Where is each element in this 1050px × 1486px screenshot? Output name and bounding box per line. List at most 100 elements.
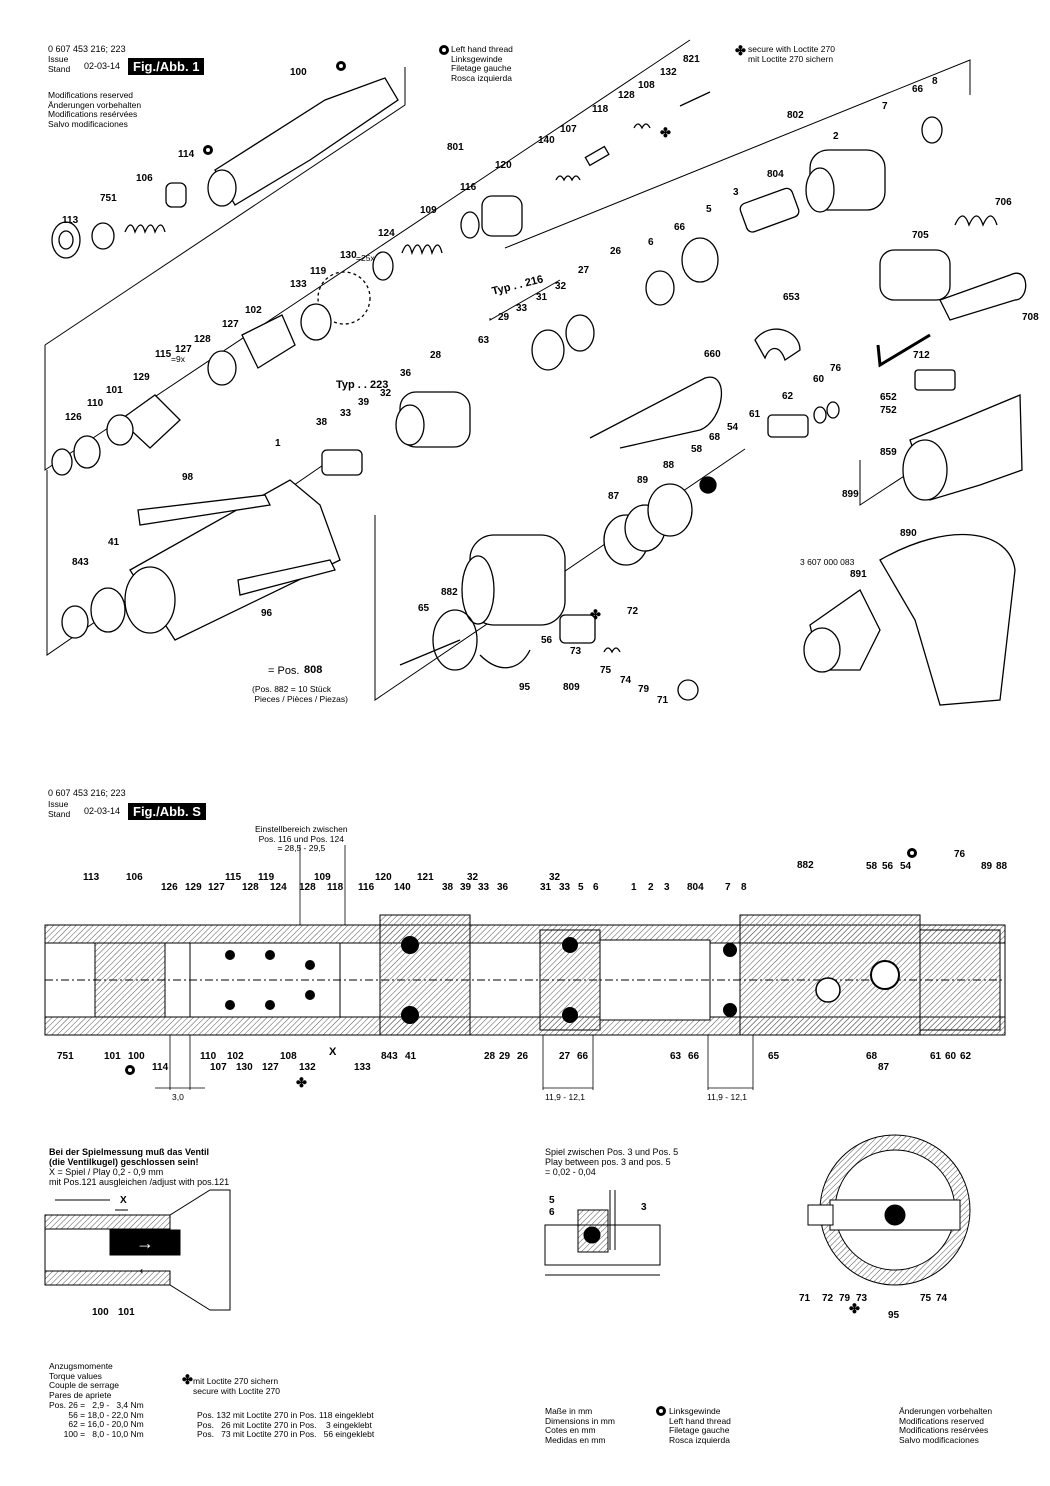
callout-95: 95 — [519, 682, 531, 693]
callout-133: 133 — [290, 279, 307, 290]
callout-28: 28 — [430, 350, 442, 361]
callout-804: 804 — [687, 882, 704, 893]
figS-issue-date: 02-03-14 — [84, 806, 121, 816]
callout-3: 3 — [641, 1202, 647, 1213]
callout-113: 113 — [83, 872, 100, 883]
callout-116: 116 — [460, 182, 477, 193]
fig1-modifications: Modifications reserved Änderungen vorbeh… — [48, 90, 142, 129]
callout-26: 26 — [610, 246, 622, 257]
callout-128: 128 — [299, 882, 316, 893]
callout-31: 31 — [540, 882, 552, 893]
callout-32: 32 — [380, 388, 392, 399]
callout-33: 33 — [559, 882, 571, 893]
callout-41: 41 — [108, 537, 120, 548]
callout-128: 128 — [194, 334, 211, 345]
svg-text:←: ← — [136, 1258, 154, 1278]
callout-73: 73 — [570, 646, 582, 657]
loctite-bottom: mit Loctite 270 sichern secure with Loct… — [193, 1376, 280, 1396]
callout-127: 127 — [222, 319, 239, 330]
callout-133: 133 — [354, 1062, 371, 1073]
callout-66: 66 — [912, 84, 924, 95]
callout-54: 54 — [900, 861, 912, 872]
left-thread-symbol-icon — [125, 45, 917, 1416]
callout-61: 61 — [749, 409, 761, 420]
figS-section — [44, 914, 1006, 1036]
callout-65: 65 — [418, 603, 430, 614]
callout-107: 107 — [210, 1062, 227, 1073]
callout-891: 891 — [850, 569, 867, 580]
callout-71: 71 — [657, 695, 669, 706]
callout-126: 126 — [161, 882, 178, 893]
fig1-callouts: 1008211321081281181071408011201161091241… — [62, 54, 1039, 706]
svg-text:✤: ✤ — [182, 1372, 193, 1387]
callout-56: 56 — [541, 635, 553, 646]
callout-108: 108 — [280, 1051, 297, 1062]
callout-32: 32 — [549, 872, 561, 883]
callout-114: 114 — [178, 149, 195, 160]
dim-3-0: 3,0 — [172, 1092, 184, 1102]
callout-88: 88 — [663, 460, 675, 471]
callout-66: 66 — [688, 1051, 700, 1062]
callout-62: 62 — [960, 1051, 972, 1062]
fig1-left-hand-thread: Left hand thread Linksgewinde Filetage g… — [451, 44, 513, 83]
callout-58: 58 — [691, 444, 703, 455]
callout-28: 28 — [484, 1051, 496, 1062]
callout-108: 108 — [638, 80, 655, 91]
callout-843: 843 — [72, 557, 89, 568]
callout-809: 809 — [563, 682, 580, 693]
loctite-symbol-icon: ✤✤✤ ✤✤✤ — [182, 43, 860, 1387]
svg-text:✤: ✤ — [590, 607, 601, 622]
callout-33: 33 — [340, 408, 352, 419]
callout-5: 5 — [549, 1195, 555, 1206]
fig1-issue-date: 02-03-14 — [84, 61, 121, 71]
callout-101: 101 — [106, 385, 123, 396]
callout-106: 106 — [126, 872, 143, 883]
callout-110: 110 — [200, 1051, 217, 1062]
figS-title-box: Fig./Abb. S — [128, 803, 206, 820]
callout-708: 708 — [1022, 312, 1039, 323]
callout-882: 882 — [797, 860, 814, 871]
callout-56: 56 — [882, 861, 894, 872]
dim-11-9-a: 11,9 - 12,1 — [545, 1092, 586, 1102]
callout-116: 116 — [358, 882, 375, 893]
callout-29: 29 — [499, 1051, 511, 1062]
callout-120: 120 — [375, 872, 392, 883]
callout-26: 26 — [517, 1051, 529, 1062]
spiel-3-5-note: Spiel zwischen Pos. 3 und Pos. 5 Play be… — [545, 1147, 679, 1177]
detail-spiel-x: → ← — [44, 1189, 231, 1311]
callout-60: 60 — [945, 1051, 957, 1062]
callout-8: 8 — [741, 882, 747, 893]
callout-113: 113 — [62, 215, 79, 226]
callout-115: 115 — [155, 349, 172, 360]
figS-part-number: 0 607 453 216; 223 — [48, 788, 126, 798]
callout-1: 1 — [631, 882, 637, 893]
callout-27: 27 — [578, 265, 590, 276]
callout-79: 79 — [638, 684, 650, 695]
callout-66: 66 — [674, 222, 686, 233]
callout-6: 6 — [648, 237, 654, 248]
callout-899: 899 — [842, 489, 859, 500]
svg-text:✤: ✤ — [849, 1301, 860, 1316]
callout-6: 6 — [549, 1207, 555, 1218]
fig1-part-number: 0 607 453 216; 223 — [48, 44, 126, 54]
callout-75: 75 — [920, 1293, 932, 1304]
callout-72: 72 — [627, 606, 639, 617]
mods-bottom: Änderungen vorbehalten Modifications res… — [899, 1406, 993, 1445]
figS-issue-label: Issue Stand — [48, 799, 71, 819]
callout-114: 114 — [152, 1062, 169, 1073]
callout-890: 890 — [900, 528, 917, 539]
callout-74: 74 — [936, 1293, 948, 1304]
callout-107: 107 — [560, 124, 577, 135]
callout-2: 2 — [833, 131, 839, 142]
qty-127-label: =9x — [171, 354, 185, 364]
callout-33: 33 — [516, 303, 528, 314]
callout-100: 100 — [290, 67, 307, 78]
callout-7: 7 — [882, 101, 888, 112]
callout-802: 802 — [787, 110, 804, 121]
callout-115: 115 — [225, 872, 242, 883]
callout-74: 74 — [620, 675, 632, 686]
callout-102: 102 — [245, 305, 262, 316]
callout-129: 129 — [185, 882, 202, 893]
part-3607-label: 3 607 000 083 — [800, 557, 855, 567]
